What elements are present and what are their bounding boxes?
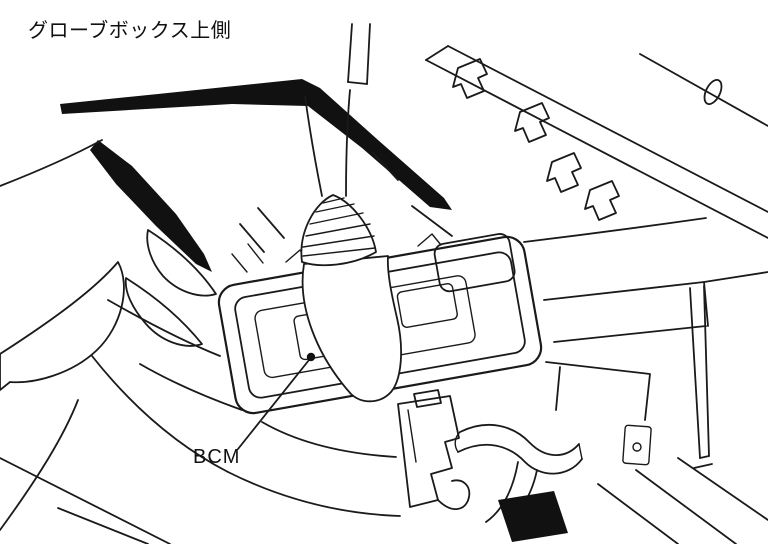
dash-rail-step — [425, 45, 449, 61]
boot-hatch-line — [322, 197, 345, 204]
rod-line — [689, 287, 701, 459]
callout: BCM — [193, 352, 316, 468]
panel-edge-vertical — [366, 23, 371, 85]
frame-line — [371, 151, 399, 181]
corner-dark-block — [498, 491, 568, 542]
panel-edge-bottom — [347, 81, 368, 85]
boot-hatch-line — [305, 223, 371, 237]
clip-shape — [514, 102, 550, 143]
harness-strap — [301, 255, 402, 403]
callout-leader-line — [237, 359, 310, 450]
hook-bracket-inner-line — [407, 409, 417, 463]
harness-curve — [459, 424, 580, 457]
clip-shape — [546, 152, 582, 193]
lower-brackets — [261, 389, 768, 544]
bracket-clip-mark — [231, 253, 248, 273]
boot-hatch-line — [315, 203, 355, 213]
corner-diagonal — [677, 457, 768, 521]
dash-rail-line — [447, 45, 768, 213]
glovebox-edge-line — [107, 299, 221, 357]
hook-curve — [437, 479, 471, 510]
dashboard-structure — [60, 23, 768, 469]
hook-bracket — [397, 395, 460, 508]
panel-edge-vertical — [347, 23, 353, 83]
bcm-connector-right — [396, 282, 458, 328]
bcm-label: BCM — [193, 446, 240, 468]
dash-rail-line — [639, 53, 768, 127]
corner-diagonal — [635, 469, 737, 544]
thumb-lobe — [0, 261, 125, 391]
arm-lower-contour — [0, 399, 79, 531]
arm-bottom-edge — [0, 457, 171, 544]
shelf-line — [523, 217, 707, 243]
hand-upper-contour — [0, 139, 103, 187]
step-structure — [545, 361, 651, 421]
installer-hand — [0, 139, 401, 544]
harness-up-line — [345, 89, 351, 197]
callout-dot — [306, 352, 316, 362]
tray-tie-curve — [261, 421, 397, 458]
clip-shape — [584, 180, 620, 221]
frame-line — [257, 207, 285, 239]
frame-line — [239, 223, 265, 253]
boot-hatch-line — [309, 212, 364, 225]
hook-bracket-tab — [413, 389, 442, 408]
boot-hatch-line — [302, 235, 375, 248]
cowl-lower-curve — [227, 471, 401, 517]
finger-shape — [124, 277, 203, 347]
frame-line — [411, 205, 453, 237]
harness-branch — [485, 461, 519, 523]
boot-hatch-line — [302, 247, 376, 257]
bracket-clip-mark — [417, 233, 442, 247]
figure-caption: グローブボックス上側 — [28, 18, 231, 42]
mount-hole — [632, 442, 642, 452]
dash-rail-line — [425, 59, 768, 239]
harness-up-line — [304, 95, 323, 197]
shelf-line — [553, 325, 707, 343]
dash-shadow-band — [60, 79, 452, 210]
harness-curve — [457, 443, 583, 475]
glovebox-edge-line — [139, 363, 243, 411]
hand-shadow-stroke — [90, 140, 212, 272]
bracket-side-box — [433, 233, 516, 293]
rod-tip — [693, 455, 713, 469]
cowl-lower-curve — [91, 355, 229, 473]
shelf-line — [543, 271, 768, 301]
harness-boot — [300, 194, 402, 403]
screw-hole — [703, 79, 723, 105]
clip-shape — [452, 58, 488, 99]
harness-end-cap — [454, 431, 583, 460]
bracket-clip-mark — [247, 243, 264, 264]
corner-diagonal — [597, 483, 679, 544]
finger-shape — [146, 229, 217, 297]
rod-line — [703, 285, 710, 457]
arm-bottom-edge — [57, 507, 149, 544]
mount-box — [622, 424, 652, 466]
